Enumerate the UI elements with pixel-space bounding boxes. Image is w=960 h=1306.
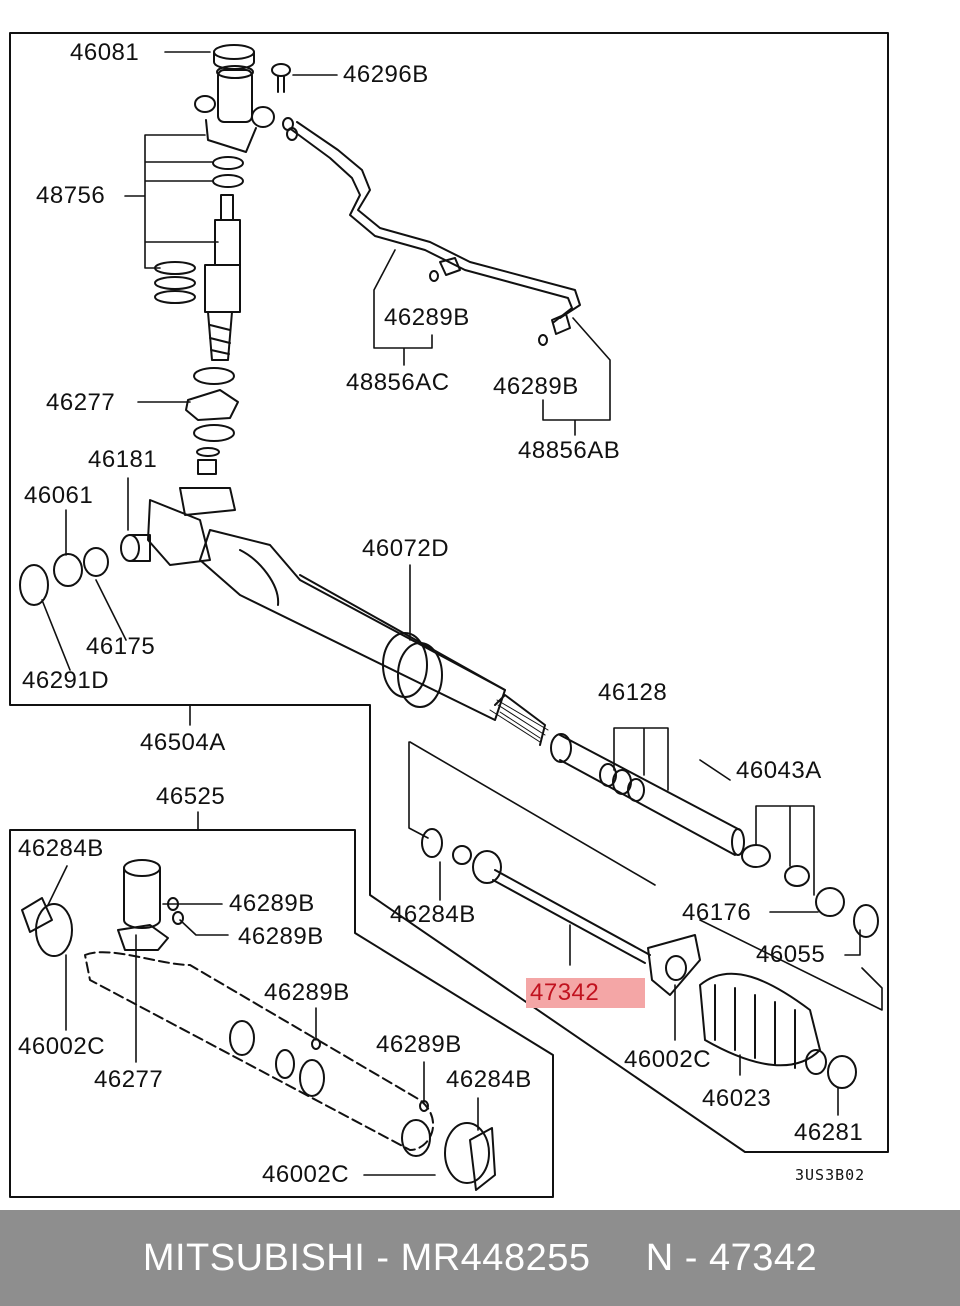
pinion-shaft	[204, 194, 241, 361]
lower-housing	[21, 859, 496, 1191]
label-46296b: 46296B	[343, 61, 429, 88]
label-46291d: 46291D	[22, 667, 110, 694]
label-46072d: 46072D	[362, 535, 450, 562]
label-46289b-lower-b: 46289B	[238, 923, 324, 950]
label-46284b-right: 46284B	[446, 1066, 532, 1093]
footer-part-text: MITSUBISHI - MR448255 N - 47342	[142, 1236, 818, 1279]
outer-frame	[9, 32, 889, 1153]
label-46181: 46181	[88, 446, 158, 473]
sub-frame	[9, 829, 554, 1198]
boot	[699, 972, 857, 1089]
label-46289b-lower-c: 46289B	[264, 979, 350, 1006]
label-46023: 46023	[702, 1085, 772, 1112]
label-46289b-lower-d: 46289B	[376, 1031, 462, 1058]
parts-diagram: 46081 46296B 48756 46289B 48856AC 46289B…	[9, 32, 889, 1198]
label-46504a: 46504A	[140, 729, 226, 756]
fluid-pipes	[282, 117, 581, 346]
label-46002c-left: 46002C	[18, 1033, 106, 1060]
bolt	[271, 63, 291, 93]
valve-housing	[194, 44, 275, 153]
pinion-bracket	[185, 367, 239, 475]
label-47342-highlighted: 47342	[526, 978, 646, 1008]
label-46289b-lower-a: 46289B	[229, 890, 315, 917]
part-number-footer: MITSUBISHI - MR448255 N - 47342	[0, 1210, 960, 1306]
label-46002c-bottom: 46002C	[262, 1161, 350, 1188]
label-46081: 46081	[70, 39, 140, 66]
label-46043a: 46043A	[736, 757, 822, 784]
label-46289b-upper: 46289B	[384, 304, 470, 331]
drawing-code: 3US3B02	[795, 1166, 866, 1184]
label-46061: 46061	[24, 482, 94, 509]
tie-rod	[421, 828, 701, 996]
label-48856ac: 48856AC	[346, 369, 450, 396]
rack-housing	[147, 487, 745, 856]
label-46002c-right: 46002C	[624, 1046, 712, 1073]
label-48756: 48756	[36, 182, 106, 209]
label-46281: 46281	[794, 1119, 864, 1146]
label-46128: 46128	[598, 679, 668, 706]
label-46289b-pipe: 46289B	[493, 373, 579, 400]
label-46055: 46055	[756, 941, 826, 968]
label-48856ab: 48856AB	[518, 437, 621, 464]
adjuster-parts	[19, 534, 151, 606]
label-46284b-left: 46284B	[18, 835, 104, 862]
seal-rings	[154, 156, 244, 304]
label-46284b-mid: 46284B	[390, 901, 476, 928]
label-46277-upper: 46277	[46, 389, 116, 416]
label-46175: 46175	[86, 633, 156, 660]
label-46277-lower: 46277	[94, 1066, 164, 1093]
steering-gear-exploded-view	[9, 32, 889, 1198]
leader-lines	[41, 51, 883, 1176]
bushings	[741, 844, 879, 938]
label-46176: 46176	[682, 899, 752, 926]
label-46525: 46525	[156, 783, 226, 810]
